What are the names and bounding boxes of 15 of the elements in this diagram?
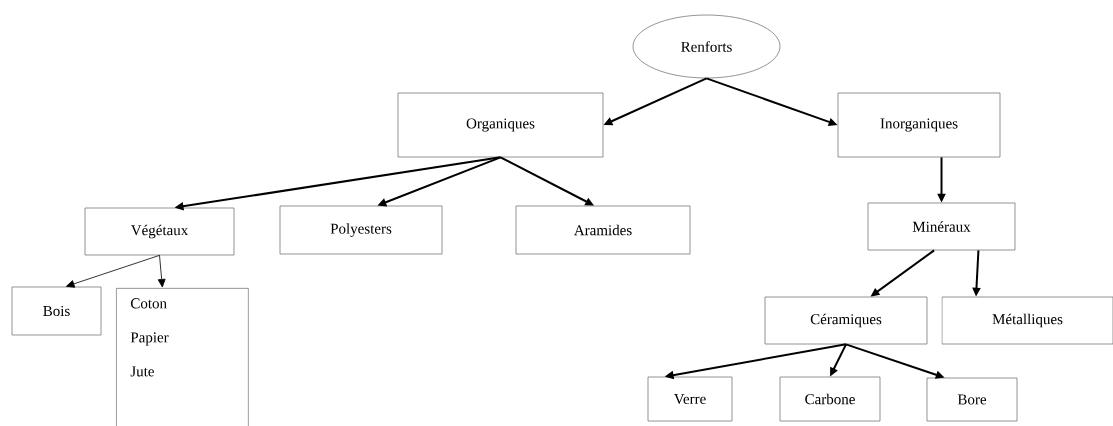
category-box: Métalliques: [941, 296, 1113, 345]
material-list-box: Coton Papier Jute: [116, 288, 249, 426]
material-box: Verre: [647, 376, 733, 422]
category-box: Polyesters: [279, 205, 443, 255]
category-box: Minéraux: [867, 202, 1016, 251]
category-box: Inorganiques: [837, 92, 1001, 158]
material-box: Bore: [926, 377, 1018, 422]
category-box: Organiques: [397, 92, 604, 158]
arrow: [157, 254, 166, 288]
category-box: Aramides: [515, 205, 691, 255]
arrow: [66, 254, 160, 288]
category-box: Céramiques: [764, 296, 928, 345]
material-box: Carbone: [779, 376, 881, 422]
category-box: Végétaux: [84, 207, 235, 256]
material-box: Bois: [11, 286, 102, 336]
